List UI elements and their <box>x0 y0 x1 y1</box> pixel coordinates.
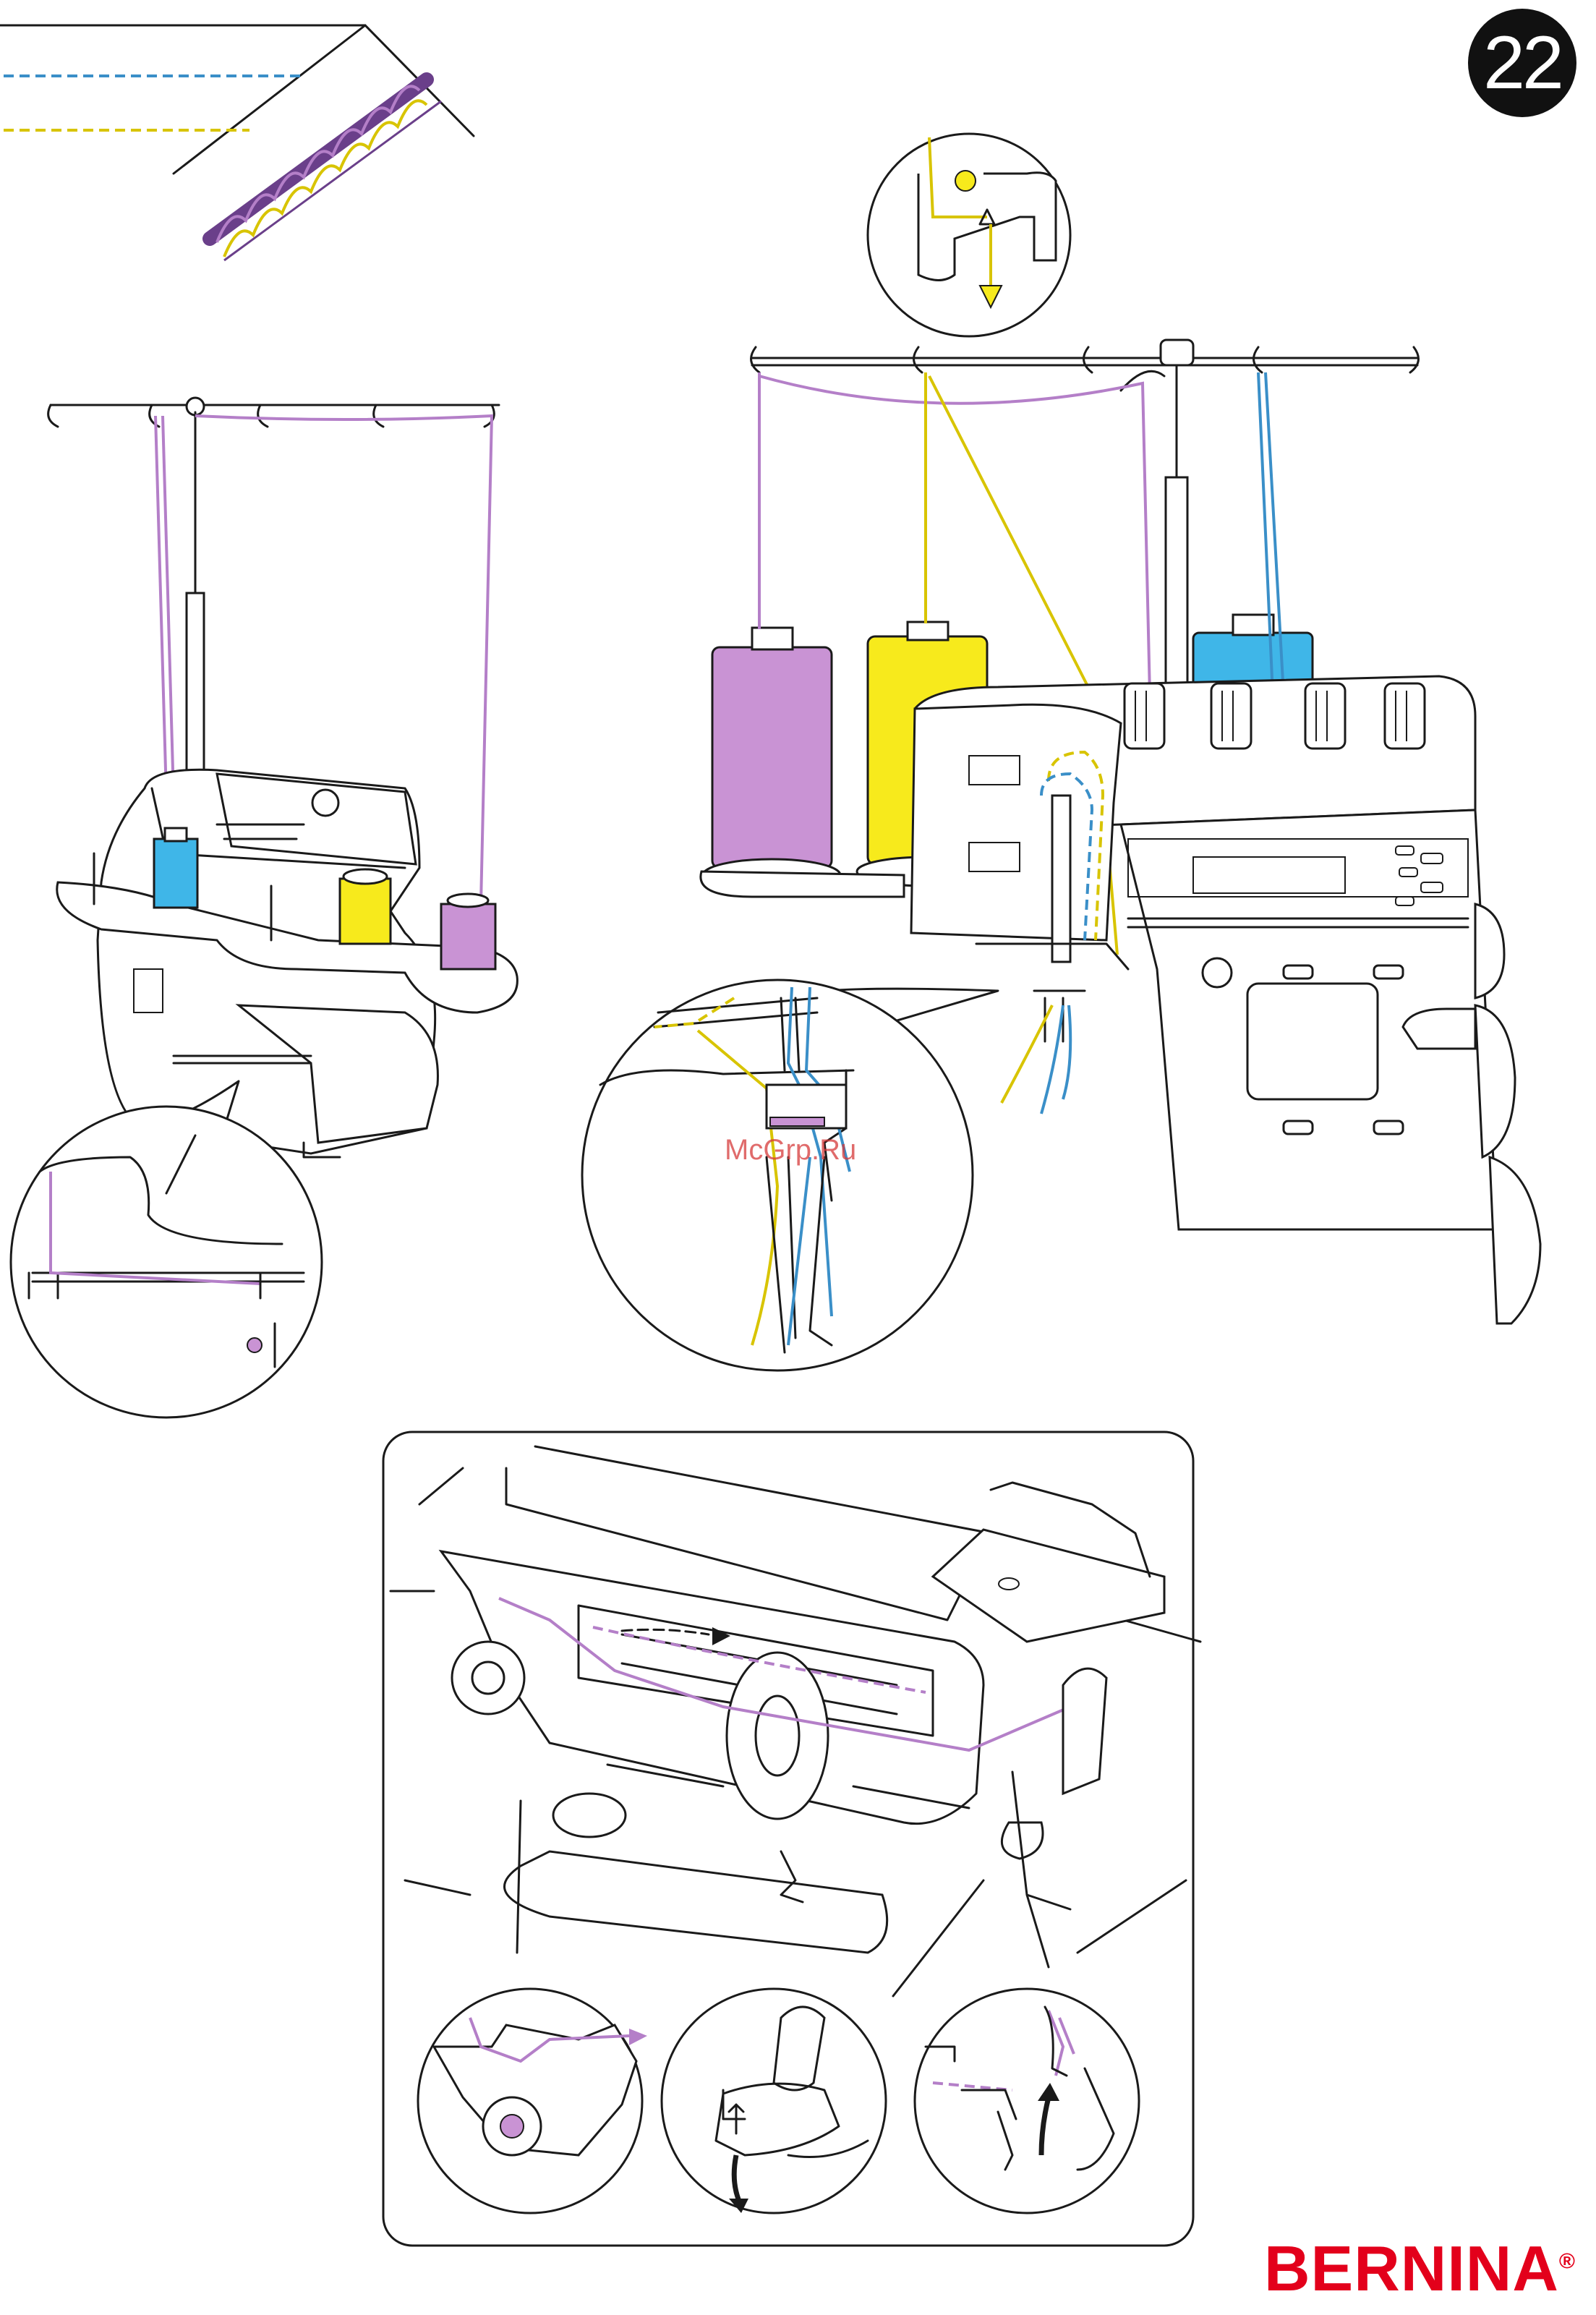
brand-logo: BERNINA® <box>1264 2232 1576 2306</box>
detail-looper-guide-hook <box>915 1989 1139 2213</box>
brand-name: BERNINA <box>1264 2233 1559 2304</box>
blue-cone-small <box>154 839 197 908</box>
page-number: 22 <box>1483 20 1561 106</box>
overlock-stitch-chain <box>210 80 441 260</box>
lavender-cone-small <box>441 904 495 969</box>
detail-looper-lever <box>662 1989 886 2213</box>
detail-lower-thread-guide <box>11 1107 322 1417</box>
needle-clamp-highlight <box>770 1117 824 1126</box>
yellow-cone-small <box>340 879 391 944</box>
lavender-cone <box>712 647 832 868</box>
overlocker-overview-left <box>48 398 518 1157</box>
detail-needle-eye-inset <box>868 134 1070 336</box>
page-number-badge: 22 <box>1468 9 1576 117</box>
stitch-sample <box>0 25 474 260</box>
watermark: McGrp.Ru <box>725 1134 856 1167</box>
detail-needle-threading <box>582 980 973 1370</box>
brand-registered-mark: ® <box>1559 2250 1576 2274</box>
